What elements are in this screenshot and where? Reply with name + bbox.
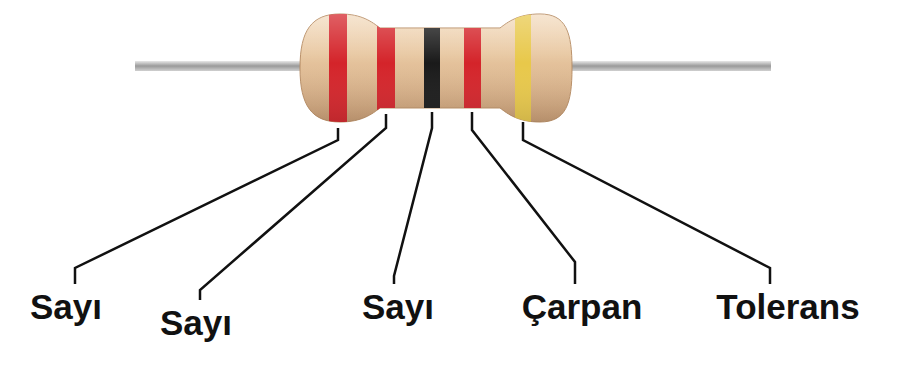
part-label: Çarpan [522, 288, 643, 327]
leader-line [200, 114, 386, 300]
leader-line [523, 122, 770, 284]
part-label: Tolerans [716, 288, 859, 327]
lead-wire [135, 61, 305, 71]
leader-line [394, 112, 432, 284]
lead-wire [566, 61, 771, 71]
part-label: Sayı [160, 304, 232, 343]
part-label: Sayı [30, 288, 102, 327]
part-label: Sayı [362, 288, 434, 327]
resistor-body [290, 0, 590, 140]
body-shading [290, 0, 590, 140]
leader-lines [75, 112, 770, 300]
leader-line [75, 128, 338, 284]
